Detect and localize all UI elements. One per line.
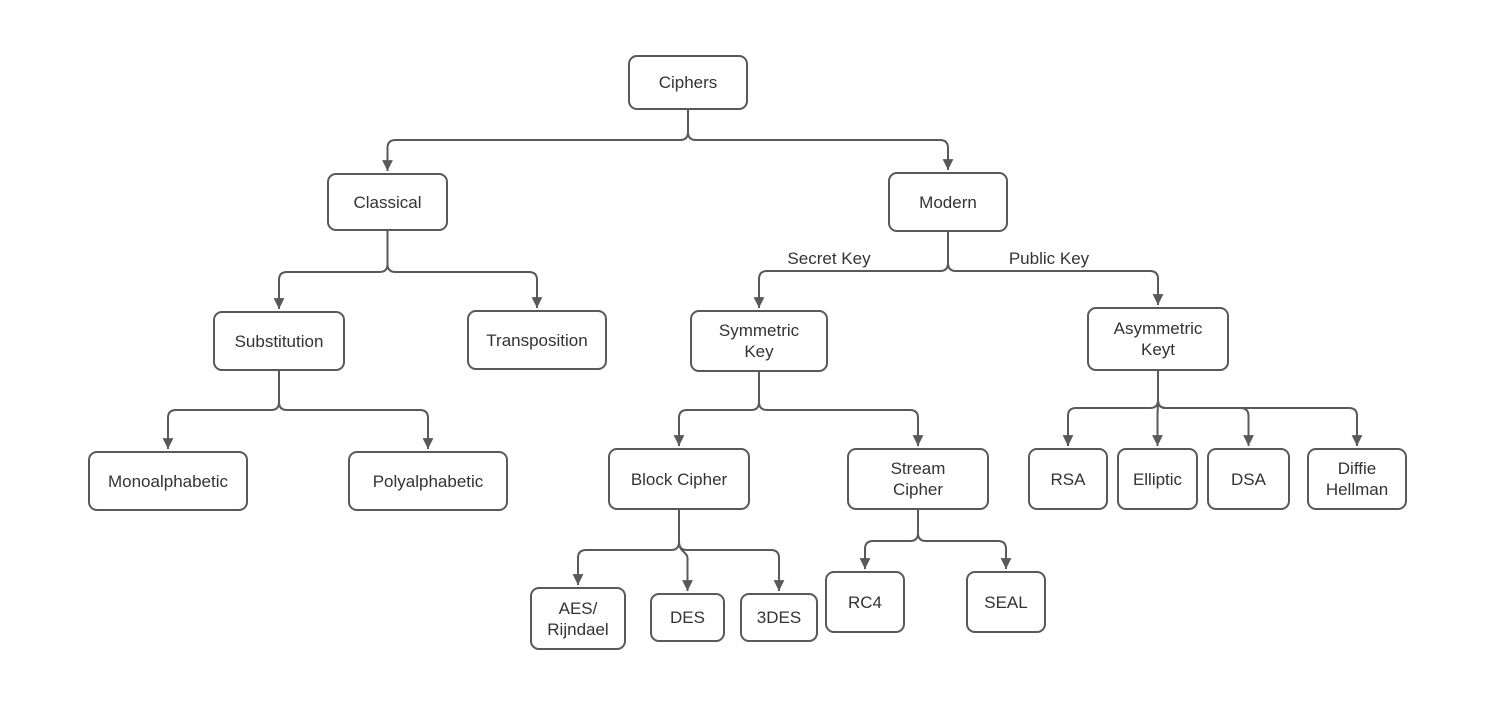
node-label: DSA [1231, 469, 1266, 489]
edge-symmetric-key-to-stream-cipher [758, 372, 924, 446]
node-label: Transposition [486, 330, 588, 350]
edge-asymmetric-keyt-to-rsa [1062, 371, 1159, 446]
node-stream-cipher: Stream Cipher [847, 448, 989, 510]
edge-substitution-to-monoalphabetic [162, 371, 280, 449]
node-classical: Classical [327, 173, 448, 231]
node-ciphers: Ciphers [628, 55, 748, 110]
node-label: AES/ Rijndael [547, 598, 609, 639]
node-elliptic: Elliptic [1117, 448, 1198, 510]
node-label: Modern [919, 192, 977, 212]
node-transposition: Transposition [467, 310, 607, 370]
edge-ciphers-to-classical [382, 110, 689, 171]
node-label: Classical [353, 192, 422, 212]
node-symmetric-key: Symmetric Key [690, 310, 828, 372]
node-rsa: RSA [1028, 448, 1108, 510]
edge-label-secret-key: Secret Key [785, 249, 873, 269]
node-label: Block Cipher [630, 469, 728, 489]
edge-symmetric-key-to-block-cipher [673, 372, 760, 446]
edge-label-public-key: Public Key [1006, 249, 1092, 269]
node-label: Symmetric Key [718, 321, 800, 361]
node-label: Asymmetric Keyt [1113, 319, 1203, 359]
node-label: Stream Cipher [890, 459, 946, 499]
node-seal: SEAL [966, 571, 1046, 633]
node-modern: Modern [888, 172, 1008, 232]
node-label: DES [670, 608, 705, 627]
node-label: 3DES [756, 608, 802, 627]
node-rc4: RC4 [825, 571, 905, 633]
node-diffie-hellman: Diffie Hellman [1307, 448, 1407, 510]
edge-block-cipher-to-three-des [678, 510, 785, 591]
edge-block-cipher-to-aes-rijndael [572, 510, 680, 585]
edge-ciphers-to-modern [687, 110, 954, 170]
node-label: Elliptic [1132, 469, 1183, 489]
node-three-des: 3DES [740, 593, 818, 642]
node-label: RSA [1050, 469, 1086, 489]
node-label: Diffie Hellman [1325, 459, 1389, 499]
node-dsa: DSA [1207, 448, 1290, 510]
node-label: Substitution [234, 331, 324, 351]
node-des: DES [650, 593, 725, 642]
node-label: Polyalphabetic [372, 471, 484, 491]
node-monoalphabetic: Monoalphabetic [88, 451, 248, 511]
node-label: Ciphers [658, 73, 718, 92]
edge-stream-cipher-to-rc4 [859, 510, 919, 569]
node-block-cipher: Block Cipher [608, 448, 750, 510]
node-substitution: Substitution [213, 311, 345, 371]
node-label: Monoalphabetic [107, 471, 229, 491]
node-asymmetric-keyt: Asymmetric Keyt [1087, 307, 1229, 371]
edge-asymmetric-keyt-to-diffie-hellman [1157, 371, 1363, 446]
node-label: SEAL [984, 592, 1028, 612]
edge-substitution-to-polyalphabetic [278, 371, 434, 449]
edge-classical-to-substitution [273, 231, 389, 309]
edge-classical-to-transposition [386, 231, 543, 308]
node-label: RC4 [847, 592, 882, 612]
edge-modern-to-asymmetric-keyt [947, 232, 1164, 305]
edges-group [162, 110, 1363, 591]
node-polyalphabetic: Polyalphabetic [348, 451, 508, 511]
edge-modern-to-symmetric-key [753, 232, 949, 308]
edge-stream-cipher-to-seal [917, 510, 1012, 569]
node-aes-rijndael: AES/ Rijndael [530, 587, 626, 650]
